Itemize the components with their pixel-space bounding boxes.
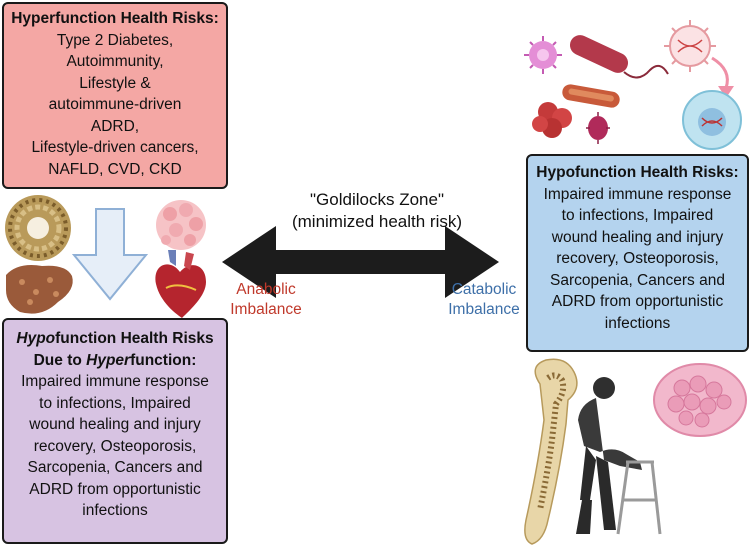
down-arrow-icon — [71, 208, 149, 301]
bacteria-icon — [562, 35, 669, 108]
catabolic-imbalance-label: Catabolic Imbalance — [440, 280, 528, 320]
curved-arrow-icon — [711, 56, 734, 98]
hyper-italic: Hyper — [86, 351, 131, 369]
hyperfunction-line: autoimmune-driven — [48, 96, 182, 113]
hypofunction-line: wound healing and injury — [551, 228, 724, 246]
anabolic-imbalance-word: Imbalance — [230, 301, 302, 318]
hypo-italic: Hypo — [16, 330, 56, 347]
hyperfunction-title: Hyperfunction Health Risks: — [11, 10, 219, 27]
spiky-bacterium-icon — [586, 112, 610, 144]
hypofunction-line: infections — [604, 314, 671, 332]
hypo-due-line: wound healing and injury — [29, 416, 201, 433]
double-arrow — [222, 226, 499, 298]
infected-cell-icon — [682, 90, 742, 150]
heart-icon — [155, 250, 206, 318]
muscle-tissue-icon — [653, 363, 747, 437]
catabolic-imbalance-word: Imbalance — [448, 301, 520, 318]
hypo-due-line: Impaired immune response — [21, 373, 209, 390]
goldilocks-subtitle: (minimized health risk) — [291, 212, 463, 231]
hyperfunction-line: Type 2 Diabetes, — [56, 31, 174, 49]
goldilocks-zone-label: "Goldilocks Zone" (minimized health risk… — [262, 189, 492, 233]
tumor-cells-icon — [532, 102, 572, 138]
virus-dna-icon — [664, 20, 716, 72]
hypo-due-title-line-1: Hypofunction Health Risks — [4, 328, 226, 350]
bone-icon — [524, 358, 578, 545]
hypofunction-line: Sarcopenia, Cancers and — [550, 271, 725, 289]
plaque-icon — [5, 195, 71, 261]
hypofunction-risks-box: Hypofunction Health Risks: Impaired immu… — [526, 154, 749, 352]
virus-icon — [524, 36, 562, 74]
hypo-due-to-hyper-box: Hypofunction Health Risks Due to Hyperfu… — [2, 318, 228, 544]
hyperfunction-line: ADRD, — [90, 117, 140, 135]
hypo-title-rest: function Health Risks — [55, 330, 214, 347]
hypo-due-line: infections — [82, 502, 148, 519]
hypofunction-line: ADRD from opportunistic — [551, 293, 724, 310]
hypo-due-line: recovery, Osteoporosis, — [33, 437, 197, 455]
cell-cluster-icon — [156, 200, 206, 250]
hypofunction-title: Hypofunction Health Risks: — [536, 164, 739, 181]
hyperfunction-line: Lifestyle & — [79, 74, 151, 92]
hyperfunction-line: NAFLD, CVD, CKD — [48, 160, 182, 178]
hyperfunction-line: Lifestyle-driven cancers, — [31, 139, 199, 156]
due-to-prefix: Due to — [33, 351, 87, 369]
anabolic-imbalance-label: Anabolic Imbalance — [222, 280, 310, 320]
hypo-due-line: Sarcopenia, Cancers and — [27, 459, 203, 476]
hypofunction-line: Impaired immune response — [543, 185, 732, 203]
hyper-title-rest: function: — [130, 351, 197, 369]
hyperfunction-risks-box: Hyperfunction Health Risks: Type 2 Diabe… — [2, 2, 228, 189]
elderly-walker-icon — [576, 377, 662, 535]
hyperfunction-line: Autoimmunity, — [66, 53, 164, 70]
goldilocks-title: "Goldilocks Zone" — [310, 190, 444, 209]
liver-icon — [6, 265, 73, 314]
hypofunction-line: to infections, Impaired — [561, 207, 714, 224]
catabolic-word: Catabolic — [451, 281, 517, 298]
hypofunction-line: recovery, Osteoporosis, — [556, 250, 719, 267]
hypo-due-line: ADRD from opportunistic — [29, 480, 201, 498]
hypo-due-line: to infections, Impaired — [39, 394, 191, 412]
hypo-due-title-line-2: Due to Hyperfunction: — [4, 350, 226, 372]
anabolic-word: Anabolic — [236, 281, 296, 298]
